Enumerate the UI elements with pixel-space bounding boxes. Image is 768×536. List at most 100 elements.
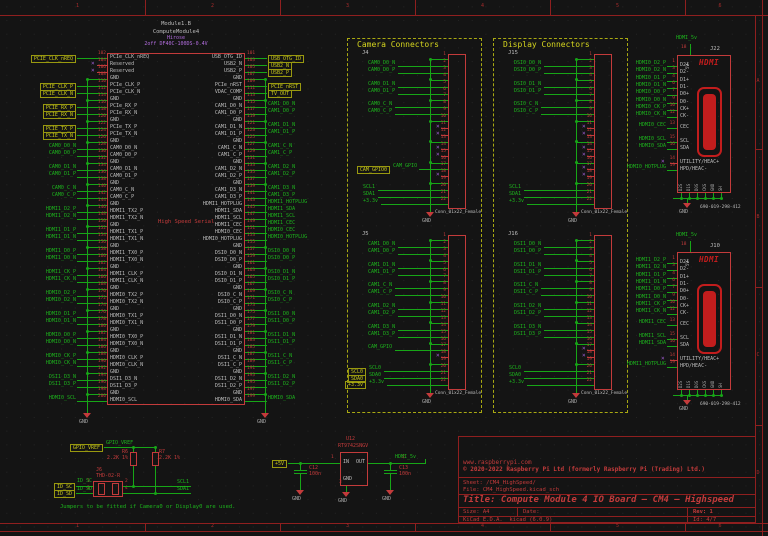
net-label[interactable]: DSI1_D1_P (514, 268, 542, 275)
resistor-body[interactable] (130, 452, 137, 466)
net-label[interactable]: DSI0_D1_N (514, 80, 542, 87)
net-label[interactable]: HDMI1_CK_P (45, 269, 76, 275)
net-label[interactable]: HDMI1_D2_N (45, 213, 76, 219)
net-label[interactable]: DSI1_C_P (514, 289, 539, 296)
net-label[interactable]: SCL0 (369, 365, 382, 372)
net-label[interactable]: CAM0_D1_P (48, 171, 76, 177)
net-label[interactable]: HDMI0_D1_N (635, 81, 666, 88)
net-label[interactable]: DSI1_D3_N (514, 323, 542, 330)
net-label[interactable]: DSI1_D1_P (268, 339, 296, 345)
net-label[interactable]: CAM0_D1_N (368, 80, 396, 87)
net-label[interactable]: +3.3v (369, 378, 385, 385)
net-label[interactable]: +3.3v (509, 197, 525, 204)
net-label[interactable]: CAM1_D3_P (368, 330, 396, 337)
net-label[interactable]: CAM1_D3_P (268, 192, 296, 198)
net-label[interactable]: DSI1_D2_P (514, 309, 542, 316)
net-label[interactable]: CAM0_C_N (51, 185, 76, 191)
net-label[interactable]: HDMI0_D2_P (635, 60, 666, 66)
net-label[interactable]: CAM_GPIO (393, 163, 418, 170)
global-net-label[interactable]: PCIE_CLK_nREQ (30, 54, 76, 63)
net-label[interactable]: HDMI0_D0_P (635, 89, 666, 96)
net-label[interactable]: HDMI1_D1_P (635, 271, 666, 278)
net-label[interactable]: HDMI1_D1_P (45, 227, 76, 233)
net-label[interactable]: CAM_GPIO (368, 344, 393, 351)
net-label[interactable]: DSI1_D3_N (48, 374, 76, 380)
net-label[interactable]: DSI1_D2_P (268, 381, 296, 387)
net-label[interactable]: HDMI0_SCL (638, 136, 666, 142)
net-label[interactable]: CAM0_D1_P (368, 87, 396, 94)
cm4-module-symbol[interactable] (107, 53, 245, 405)
net-label[interactable]: HDMI1_SDA (268, 206, 296, 212)
net-label[interactable]: HDMI1_HOTPLUG (268, 199, 308, 205)
net-label[interactable]: HDMI0_CK_N (635, 111, 666, 118)
net-label[interactable]: HDMI0_SCL (48, 395, 76, 401)
net-label[interactable]: DSI0_C_N (268, 290, 293, 296)
regulator-body[interactable] (340, 452, 368, 486)
power-net-label[interactable]: HDMI_5v (676, 232, 698, 238)
net-label[interactable]: +3.3v (363, 197, 379, 204)
net-label[interactable]: DSI0_D1_N (268, 269, 296, 275)
net-label[interactable]: CAM1_D0_N (368, 240, 396, 247)
net-label[interactable]: CAM1_D1_P (368, 268, 396, 275)
net-label[interactable]: HDMI0_D0_N (45, 339, 76, 345)
net-label[interactable]: SDA1 (363, 191, 376, 197)
net-label[interactable]: HDMI0_D0_N (635, 96, 666, 103)
net-label[interactable]: DSI1_D0_P (514, 247, 542, 254)
hdmi-connector-body[interactable] (677, 252, 731, 390)
net-label[interactable]: CAM1_D3_N (368, 323, 396, 330)
connector-body[interactable] (594, 54, 612, 209)
net-label[interactable]: HDMI0_HOTPLUG (268, 234, 308, 240)
global-net-label[interactable]: +5V (271, 460, 287, 468)
net-label[interactable]: CAM1_D2_N (368, 303, 396, 309)
net-label[interactable]: DSI0_C_P (268, 297, 293, 303)
net-label[interactable]: CAM0_D0_N (368, 59, 396, 66)
net-label[interactable]: CAM1_D2_N (268, 164, 296, 170)
net-label[interactable]: HDMI1_D0_N (45, 255, 76, 261)
net-label[interactable]: HDMI1_CK_N (635, 308, 666, 315)
net-label[interactable]: DSI1_D3_P (514, 330, 542, 337)
net-label[interactable]: SDA0 (369, 372, 382, 378)
net-label[interactable]: DSI1_D2_N (514, 303, 542, 309)
net-label[interactable]: HDMI0_D1_N (45, 318, 76, 324)
net-label[interactable]: CAM1_C_N (368, 282, 393, 289)
net-label[interactable]: SCL1 (363, 184, 376, 191)
net-label[interactable]: SDA0 (509, 372, 522, 378)
net-label[interactable]: HDMI1_D0_N (635, 293, 666, 300)
net-label[interactable]: HDMI0_CK_P (635, 103, 666, 110)
global-net-label[interactable]: ID_SD (53, 490, 75, 498)
net-label[interactable]: HDMI1_D0_P (635, 286, 666, 293)
net-label[interactable]: HDMI0_D2_N (635, 67, 666, 74)
net-label[interactable]: HDMI0_SDA (638, 143, 666, 150)
net-label[interactable]: DSI0_D0_N (514, 59, 542, 66)
net-label[interactable]: CAM0_D0_N (48, 143, 76, 149)
net-label[interactable]: HDMI0_D2_N (45, 297, 76, 303)
net-label[interactable]: DSI1_D2_N (268, 374, 296, 380)
net-label[interactable]: CAM1_D1_N (268, 122, 296, 128)
net-label[interactable]: HDMI0_HOTPLUG (626, 164, 666, 171)
net-label[interactable]: DSI1_D0_P (268, 318, 296, 324)
net-label[interactable]: CAM1_D1_P (268, 129, 296, 135)
global-net-label[interactable]: PCIE_RX_N (42, 110, 76, 119)
net-label[interactable]: GPIO_VREF (106, 440, 134, 446)
net-label[interactable]: CAM1_D0_N (268, 101, 296, 107)
net-label[interactable]: SCL1 (177, 479, 190, 485)
net-label[interactable]: CAM1_D2_P (368, 309, 396, 316)
net-label[interactable]: SCL1 (509, 184, 522, 191)
net-label[interactable]: CAM1_D0_P (268, 108, 296, 114)
net-label[interactable]: HDMI1_D0_P (45, 248, 76, 254)
net-label[interactable]: HDMI1_SDA (638, 340, 666, 347)
global-net-label[interactable]: PCIE_CLK_N (39, 89, 76, 98)
net-label[interactable]: CAM1_C_P (268, 150, 293, 156)
net-label[interactable]: CAM0_D1_N (48, 164, 76, 170)
net-label[interactable]: CAM0_C_P (51, 192, 76, 198)
connector-body[interactable] (594, 235, 612, 390)
net-label[interactable]: DSI0_D0_P (268, 255, 296, 261)
net-label[interactable]: HDMI1_CEC (268, 220, 296, 226)
global-net-label[interactable]: PCIE_TX_N (42, 131, 76, 140)
global-net-label[interactable]: CAM_GPIO0 (356, 165, 390, 174)
net-label[interactable]: DSI0_C_N (514, 101, 539, 108)
net-label[interactable]: SDA1 (509, 191, 522, 197)
net-label[interactable]: DSI1_C_P (268, 360, 293, 366)
net-label[interactable]: CAM1_D2_P (268, 171, 296, 177)
global-net-label[interactable]: +3.3v (344, 381, 366, 390)
